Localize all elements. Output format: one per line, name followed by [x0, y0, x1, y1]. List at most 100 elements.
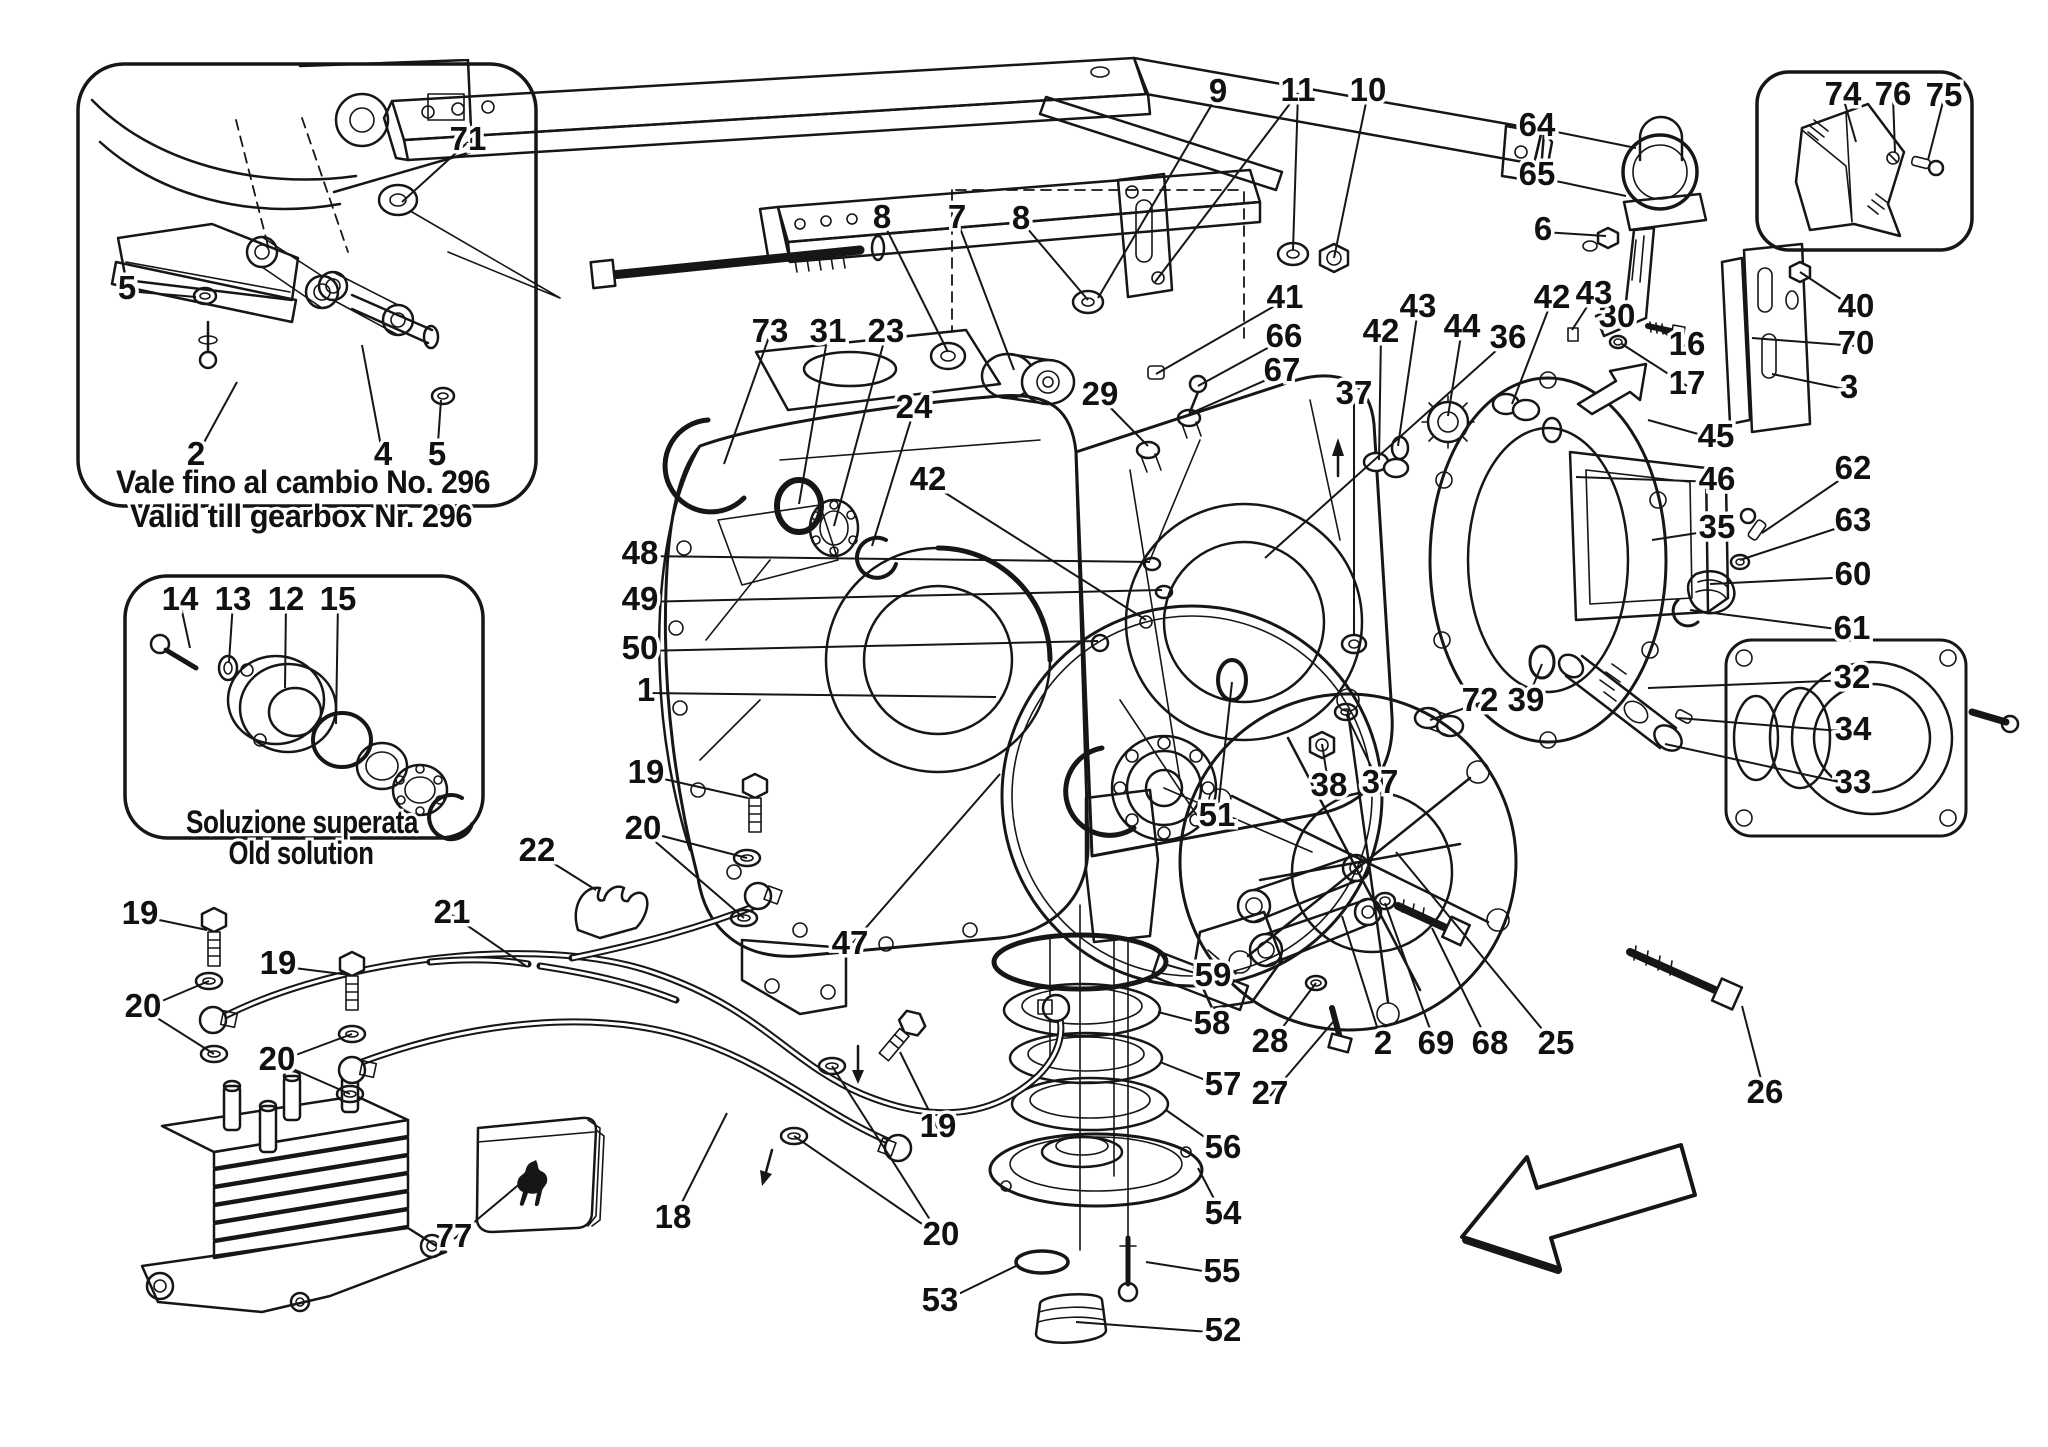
leader-line-5	[126, 290, 197, 298]
leader-line-73	[723, 333, 771, 465]
clamp-and-bracket	[1582, 115, 1708, 338]
leader-line-20	[642, 830, 748, 859]
part-label-46: 46	[1699, 460, 1736, 497]
part-label-75: 75	[1926, 76, 1963, 113]
inset-box-old-solution: Soluzione superata Old solution	[123, 574, 485, 874]
part-label-58: 58	[1194, 1004, 1231, 1041]
leader-line-23	[833, 333, 887, 527]
flywheel-ring-group	[1000, 604, 1384, 988]
leader-line-22	[536, 852, 597, 891]
leader-line-20	[276, 1061, 351, 1095]
inset-box-heat-shield	[1755, 70, 1974, 252]
cap-52	[1034, 1293, 1108, 1344]
leader-line-18	[672, 1112, 728, 1221]
leader-line-49	[639, 589, 1163, 603]
part-label-43: 43	[1576, 274, 1613, 311]
caption-it-gearbox-296: Vale fino al cambio No. 296	[116, 464, 490, 500]
leader-line-11	[1292, 92, 1299, 251]
leader-line-3	[1771, 373, 1850, 391]
leader-line-56	[1165, 1109, 1224, 1151]
heat-shield-outline	[1794, 102, 1906, 238]
leader-line-77	[453, 1181, 523, 1240]
leader-line-54	[1197, 1167, 1224, 1217]
leader-line-52	[1075, 1321, 1224, 1334]
part-label-21: 21	[434, 893, 471, 930]
part-label-41: 41	[1267, 278, 1304, 315]
part-label-49: 49	[622, 580, 659, 617]
leader-line-8	[1020, 220, 1089, 301]
part-label-43: 43	[1400, 287, 1437, 324]
leader-line-57	[1159, 1061, 1224, 1088]
part-label-14: 14	[162, 580, 199, 617]
leader-line-19	[139, 915, 208, 931]
leader-line-47	[849, 773, 1001, 947]
part-label-77: 77	[436, 1217, 473, 1254]
part-label-39: 39	[1508, 681, 1545, 718]
part-label-3: 3	[1840, 368, 1858, 405]
part-label-19: 19	[260, 944, 297, 981]
part-label-57: 57	[1205, 1065, 1242, 1102]
leader-line-28	[1269, 982, 1317, 1045]
leader-line-25	[1395, 851, 1557, 1047]
leader-line-61	[1689, 609, 1853, 632]
part-label-19: 19	[122, 894, 159, 931]
leader-line-35	[1651, 529, 1718, 541]
leader-line-43	[1571, 295, 1595, 331]
part-label-64: 64	[1519, 106, 1556, 143]
part-label-20: 20	[923, 1215, 960, 1252]
chassis-frame	[382, 56, 1554, 341]
part-label-48: 48	[622, 534, 659, 571]
ferrari-pouch	[475, 1116, 605, 1234]
part-label-37: 37	[1336, 374, 1373, 411]
part-label-18: 18	[655, 1198, 692, 1235]
part-label-56: 56	[1205, 1128, 1242, 1165]
leader-line-19	[277, 965, 351, 976]
leader-line-10	[1333, 92, 1369, 259]
leader-line-70	[1751, 337, 1857, 347]
leader-line-42	[927, 481, 1147, 621]
part-label-27: 27	[1252, 1074, 1289, 1111]
part-label-53: 53	[922, 1281, 959, 1318]
selector-rod-group	[1557, 507, 1767, 752]
leader-line-33	[1664, 743, 1854, 786]
part-label-74: 74	[1825, 75, 1862, 112]
leader-line-51	[1216, 681, 1233, 819]
leader-line-15	[335, 601, 339, 725]
part-label-10: 10	[1350, 71, 1387, 108]
part-label-52: 52	[1205, 1311, 1242, 1348]
end-plate-group	[1626, 638, 2020, 1011]
oring-59	[991, 932, 1169, 992]
part-label-19: 19	[920, 1107, 957, 1144]
leader-line-60	[1709, 576, 1854, 585]
leader-line-41	[1155, 299, 1286, 375]
part-label-5: 5	[118, 269, 136, 306]
leader-line-38	[1321, 743, 1330, 789]
leader-line-59	[1163, 963, 1214, 979]
leader-line-65	[1536, 176, 1627, 197]
crossbar-assembly	[1150, 853, 1471, 1054]
part-label-36: 36	[1490, 318, 1527, 355]
leader-line-53	[939, 1264, 1019, 1304]
part-label-68: 68	[1472, 1024, 1509, 1061]
part-label-26: 26	[1747, 1073, 1784, 1110]
leader-line-68	[1431, 927, 1491, 1047]
leader-line-75	[1927, 97, 1945, 161]
leader-line-11	[1154, 92, 1299, 283]
part-label-76: 76	[1875, 75, 1912, 112]
part-label-1: 1	[637, 671, 655, 708]
oring-53	[1014, 1249, 1070, 1275]
leader-line-37	[1345, 713, 1381, 786]
leader-line-2	[1341, 915, 1384, 1047]
leader-line-74	[1842, 96, 1857, 143]
hose-clip-22	[574, 885, 649, 940]
leader-line-72	[1429, 702, 1481, 721]
part-label-13: 13	[215, 580, 252, 617]
part-label-16: 16	[1669, 325, 1706, 362]
leader-line-20	[142, 980, 210, 1010]
leader-line-58	[1157, 1011, 1213, 1027]
part-label-66: 66	[1266, 317, 1303, 354]
part-label-69: 69	[1418, 1024, 1455, 1061]
part-label-24: 24	[896, 388, 933, 425]
gearbox-housing-rear	[1074, 374, 1563, 858]
